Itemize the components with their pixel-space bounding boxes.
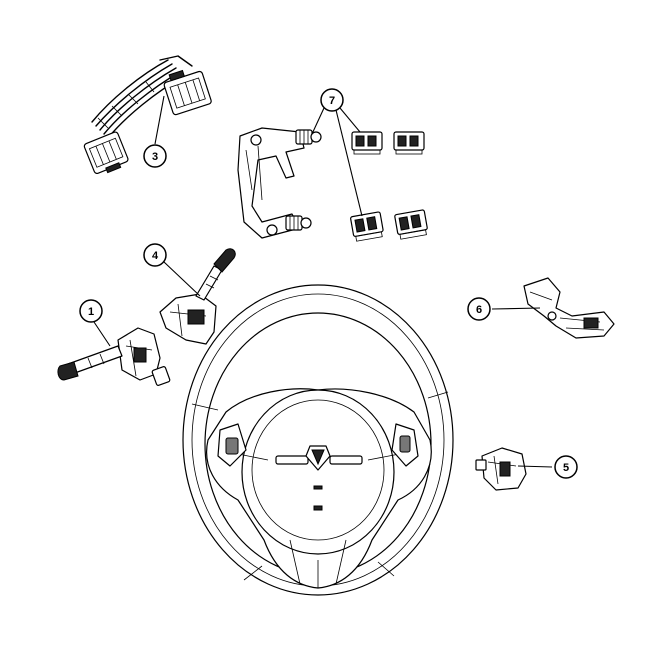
steering-wheel[interactable] <box>182 284 454 596</box>
steering-wheel-switches[interactable] <box>237 127 428 242</box>
callout-7-label: 7 <box>329 95 335 107</box>
callout-4: 4 <box>143 243 167 267</box>
callout-1-label: 1 <box>88 306 94 318</box>
callout-6: 6 <box>467 297 491 321</box>
callout-1: 1 <box>79 299 103 323</box>
leader-lines <box>93 95 553 468</box>
callout-5-label: 5 <box>563 462 569 474</box>
callout-6-label: 6 <box>476 304 482 316</box>
clockspring[interactable] <box>523 277 615 339</box>
wiring-harness[interactable] <box>83 55 212 177</box>
multifunction-switch[interactable] <box>57 327 171 386</box>
speed-control-switch[interactable] <box>475 447 527 491</box>
callout-5: 5 <box>554 455 578 479</box>
callout-3: 3 <box>143 144 167 168</box>
callout-3-label: 3 <box>152 151 158 163</box>
callout-4-label: 4 <box>152 250 159 262</box>
wiper-switch[interactable] <box>159 248 236 345</box>
callout-7: 7 <box>320 88 344 112</box>
